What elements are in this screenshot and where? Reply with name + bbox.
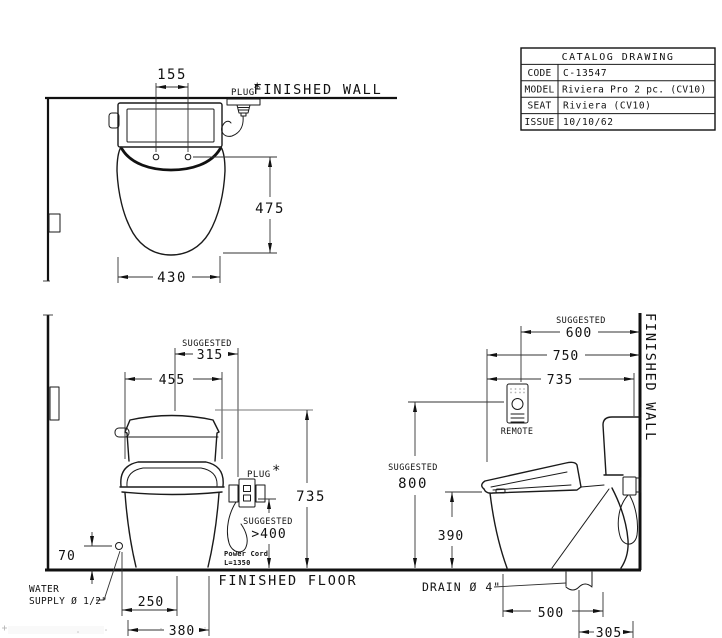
dim-remote-offset-600: SUGGESTED 600 [520, 316, 640, 382]
power-cord-label-1: Power Cord [224, 550, 268, 558]
table-label-issue: ISSUE [524, 117, 554, 128]
dim-remote-height-800: SUGGESTED 800 [388, 401, 504, 568]
tank-side-tab [108, 112, 120, 129]
power-outlet-front-view [226, 478, 266, 553]
dim-text-475: 475 [255, 201, 285, 217]
suggested-label-400: SUGGESTED [243, 517, 293, 527]
suggested-label-600: SUGGESTED [556, 316, 606, 326]
table-label-model: MODEL [524, 84, 554, 95]
dim-tank-width-455: 455 [124, 372, 223, 459]
table-value-seat: Riviera (CV10) [563, 101, 651, 112]
dim-hinge-spacing-155: 155 [155, 67, 189, 152]
dim-supply-offset-250: 250 [121, 552, 178, 616]
finished-floor-label: FINISHED FLOOR [219, 573, 358, 589]
dim-text-315: 315 [197, 348, 223, 363]
dim-depth-750: 750 [486, 349, 640, 462]
dim-text-305: 305 [596, 626, 622, 638]
top-view: PLUG * FINISHED WALL 155 475 430 [43, 67, 397, 286]
dim-text-455: 455 [159, 373, 185, 388]
remote-control [506, 383, 529, 424]
power-cord-side [617, 494, 638, 545]
toilet-side-view [481, 416, 640, 569]
table-title: CATALOG DRAWING [562, 52, 675, 63]
seat-bumper [495, 488, 506, 494]
water-supply: WATER SUPPLY Ø 1/2" [29, 542, 123, 607]
water-supply-point [115, 542, 123, 550]
dim-text-430: 430 [157, 270, 187, 286]
dim-text-250: 250 [138, 595, 164, 610]
plug-label-top: PLUG [231, 88, 255, 98]
hinge-hole-left [152, 153, 160, 161]
plug-asterisk-front: * [272, 463, 280, 479]
dim-text-400: >400 [251, 527, 286, 542]
dim-depth-735: 735 [487, 373, 635, 416]
dim-outlet-height-400: SUGGESTED >400 [243, 498, 293, 568]
scan-specks [2, 625, 206, 634]
wall-fixture-top-view [48, 213, 61, 233]
water-supply-leader [96, 550, 121, 601]
table-value-issue: 10/10/62 [563, 117, 614, 128]
drain-label: DRAIN Ø 4" [422, 580, 501, 594]
toilet-front-view [114, 414, 225, 568]
dim-text-390: 390 [438, 529, 464, 544]
finished-wall-label-top: FINISHED WALL [253, 82, 382, 98]
drain-callout: DRAIN Ø 4" [422, 580, 567, 594]
dim-seat-length-475: 475 [193, 156, 285, 254]
dim-supply-height-70: 70 [58, 532, 112, 584]
dim-drain-wall-305: 305 [578, 590, 634, 638]
wall-fixture-front-view [49, 386, 60, 421]
water-supply-label-2: SUPPLY Ø 1/2" [29, 596, 107, 607]
side-view: FINISHED WALL [388, 313, 658, 638]
dim-text-380: 380 [169, 624, 195, 638]
dim-total-height-735: 735 [215, 409, 326, 568]
table-value-code: C-13547 [563, 68, 607, 79]
dim-text-500: 500 [538, 606, 564, 621]
dim-rim-height-390: 390 [438, 491, 482, 568]
dim-text-155: 155 [157, 67, 187, 83]
plug-asterisk-top: * [253, 81, 261, 97]
water-supply-label-1: WATER [29, 584, 59, 595]
dim-text-600: 600 [566, 326, 592, 341]
suggested-label-315: SUGGESTED [182, 339, 232, 349]
suggested-label-800: SUGGESTED [388, 463, 438, 473]
plug-symbol-top-view [221, 98, 261, 137]
plug-label-front: PLUG [247, 470, 271, 480]
tank-lid-top-view [126, 108, 215, 143]
catalog-table: CATALOG DRAWING CODE MODEL SEAT ISSUE C-… [520, 47, 716, 131]
table-label-seat: SEAT [527, 101, 551, 112]
hinge-hole-right [184, 153, 192, 161]
finished-wall-label-right: FINISHED WALL [642, 313, 658, 442]
seat-lid-edge-top-view [120, 147, 222, 172]
table-label-code: CODE [527, 68, 551, 79]
flush-lever [114, 427, 130, 438]
dim-text-70: 70 [58, 549, 76, 564]
dim-seat-width-430: 430 [117, 256, 221, 286]
table-value-model: Riviera Pro 2 pc. (CV10) [562, 84, 706, 95]
seat-outline-top-view [116, 146, 226, 256]
tank-top-view [117, 102, 223, 148]
remote-label: REMOTE [501, 427, 534, 437]
power-outlet-side-view [617, 476, 642, 545]
front-view: FINISHED FLOOR PLUG * Power Cord L=1350 [29, 314, 641, 638]
dim-text-750: 750 [553, 349, 579, 364]
power-cord-label-2: L=1350 [224, 559, 251, 567]
dim-base-width-380: 380 [127, 576, 210, 638]
dim-text-735-front: 735 [296, 489, 326, 505]
dim-outlet-offset-315: SUGGESTED 315 [174, 339, 239, 477]
dim-text-735-side: 735 [547, 373, 573, 388]
dim-drain-offset-500: 500 [502, 574, 604, 621]
drain-pipe [565, 571, 593, 591]
dim-text-800: 800 [398, 476, 428, 492]
power-cord-front [226, 501, 248, 553]
